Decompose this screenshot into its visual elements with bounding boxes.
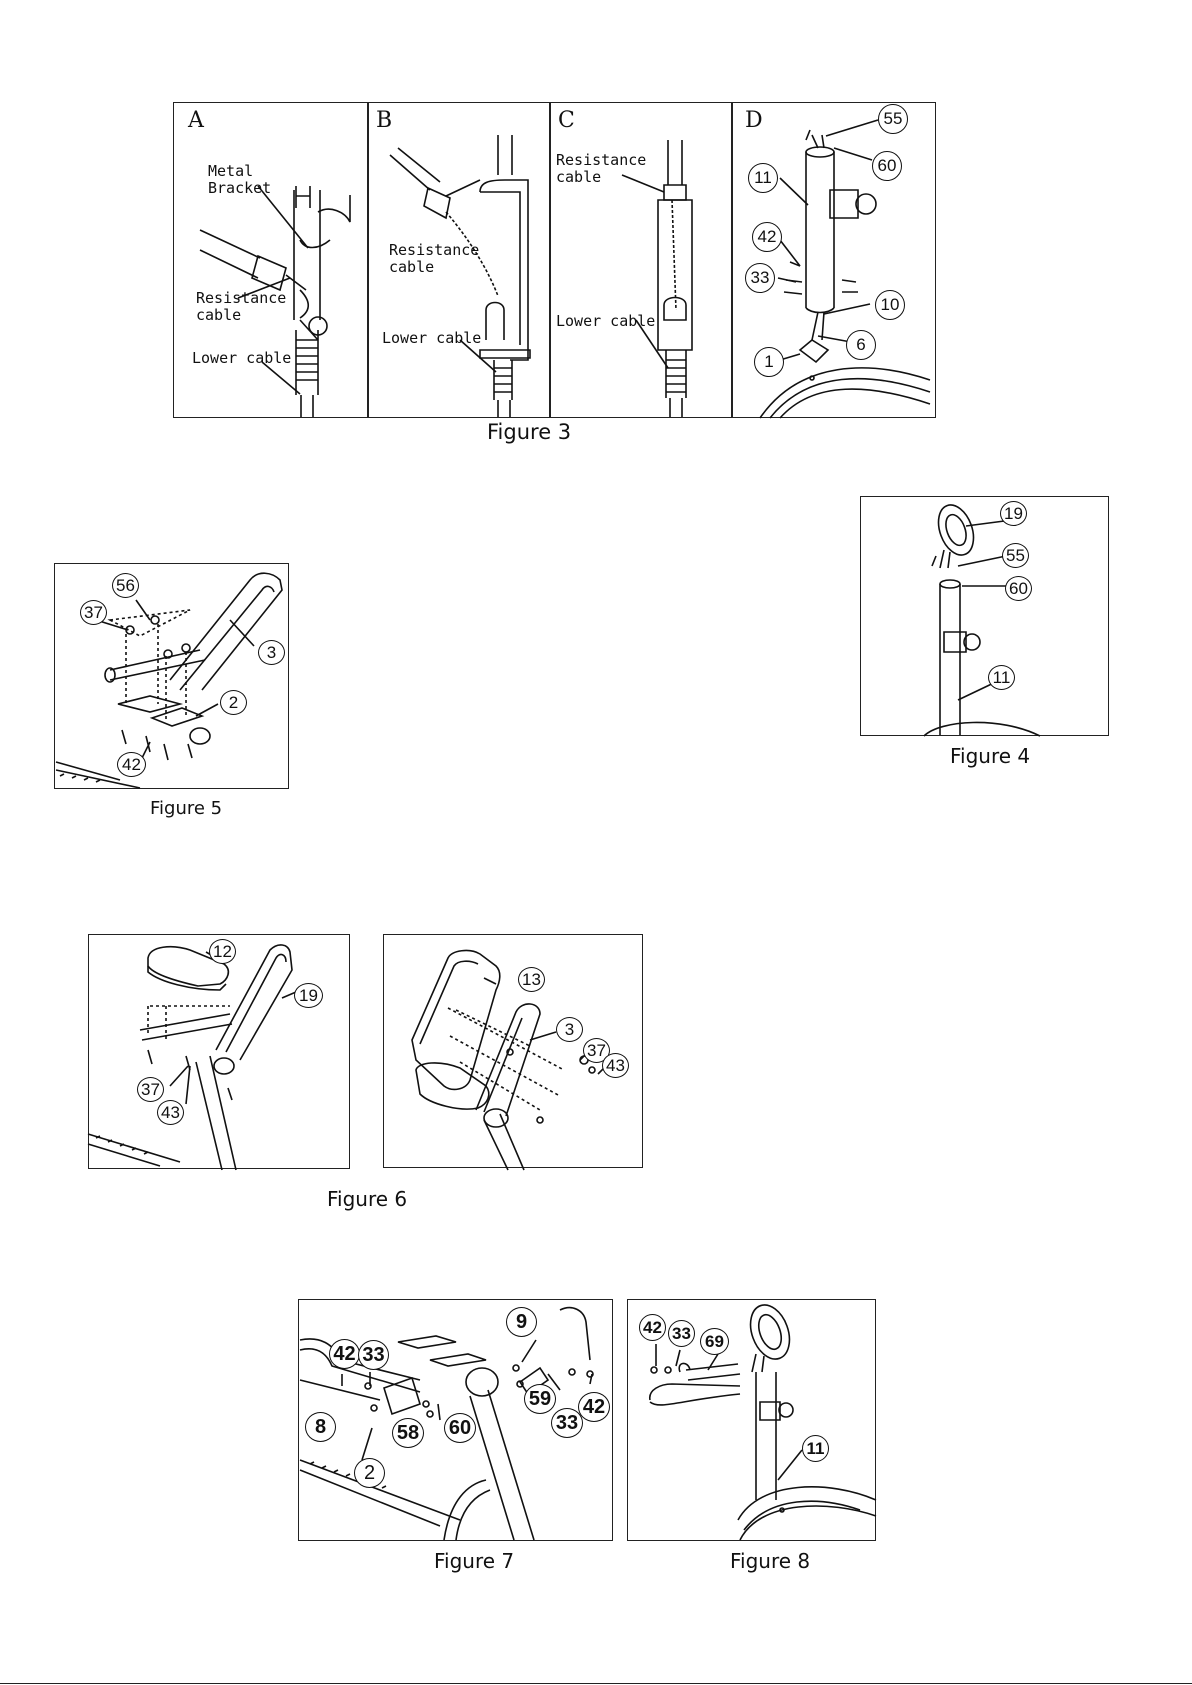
fig6-left-part-43-bubble: 43 <box>157 1100 184 1125</box>
fig7-part-60-bubble: 60 <box>444 1413 476 1443</box>
figure-5-frame <box>54 563 289 789</box>
figure-6-left-frame <box>88 934 350 1169</box>
fig5-part-2-bubble: 2 <box>220 690 247 715</box>
fig8-part-42-bubble: 42 <box>639 1314 666 1341</box>
panel-b-lower-cable-label: Lower cable <box>382 330 481 347</box>
fig5-part-3-bubble: 3 <box>258 640 285 665</box>
fig5-part-37-bubble: 37 <box>80 600 107 625</box>
panel-d-letter: D <box>745 108 763 133</box>
fig7-part-42-right-bubble: 42 <box>578 1392 610 1422</box>
fig3-part-11-bubble: 11 <box>748 163 778 193</box>
figure-3-divider-bc <box>549 103 551 417</box>
figure-3-divider-cd <box>731 103 733 417</box>
fig8-part-69-bubble: 69 <box>700 1328 729 1355</box>
figure-8-frame <box>627 1299 876 1541</box>
figure-7-caption: Figure 7 <box>434 1549 514 1573</box>
fig5-part-42-bubble: 42 <box>117 752 146 777</box>
figure-8-caption: Figure 8 <box>730 1549 810 1573</box>
fig4-part-60-bubble: 60 <box>1005 576 1032 601</box>
fig3-part-33-bubble: 33 <box>745 263 775 293</box>
panel-c-lower-cable-label: Lower cable <box>556 313 655 330</box>
fig7-part-33-left-bubble: 33 <box>358 1340 389 1370</box>
fig4-part-55-bubble: 55 <box>1002 543 1029 568</box>
fig7-part-58-bubble: 58 <box>392 1418 424 1448</box>
fig4-part-11-bubble: 11 <box>988 665 1015 690</box>
fig3-part-42-bubble: 42 <box>752 222 782 252</box>
figure-6-caption: Figure 6 <box>327 1187 407 1211</box>
fig3-part-60-bubble: 60 <box>872 151 902 181</box>
fig6-left-part-37-bubble: 37 <box>137 1077 164 1102</box>
fig8-part-11-bubble: 11 <box>802 1435 829 1462</box>
fig3-part-10-bubble: 10 <box>875 290 905 320</box>
fig7-part-8-bubble: 8 <box>305 1412 336 1442</box>
figure-3-divider-ab <box>367 103 369 417</box>
fig3-part-6-bubble: 6 <box>846 330 876 360</box>
fig4-part-19-bubble: 19 <box>1000 501 1027 526</box>
fig6-left-part-12-bubble: 12 <box>209 939 236 964</box>
panel-a-resistance-cable-label: Resistance cable <box>196 290 286 324</box>
fig5-part-56-bubble: 56 <box>112 573 139 598</box>
fig6-right-part-13-bubble: 13 <box>518 967 545 992</box>
panel-c-resistance-cable-label: Resistance cable <box>556 152 646 186</box>
panel-b-letter: B <box>376 108 392 133</box>
fig6-right-part-43-bubble: 43 <box>602 1053 629 1078</box>
fig7-part-59-bubble: 59 <box>524 1384 556 1414</box>
figure-4-caption: Figure 4 <box>950 744 1030 768</box>
panel-c-letter: C <box>558 108 575 133</box>
panel-a-letter: A <box>188 108 204 133</box>
figure-4-frame <box>860 496 1109 736</box>
page-bottom-rule <box>0 1683 1192 1684</box>
fig8-part-33-bubble: 33 <box>668 1320 695 1347</box>
panel-a-lower-cable-label: Lower cable <box>192 350 291 367</box>
fig3-part-55-bubble: 55 <box>878 104 908 134</box>
figure-3-caption: Figure 3 <box>487 420 571 444</box>
figure-3-frame <box>173 102 936 418</box>
panel-a-metal-bracket-label: Metal Bracket <box>208 163 271 197</box>
fig6-right-part-3-bubble: 3 <box>556 1017 583 1042</box>
figure-5-caption: Figure 5 <box>150 798 222 819</box>
fig7-part-9-bubble: 9 <box>506 1307 537 1337</box>
panel-b-resistance-cable-label: Resistance cable <box>389 242 479 276</box>
fig7-part-2-bubble: 2 <box>354 1458 385 1488</box>
fig6-left-part-19-bubble: 19 <box>294 983 323 1008</box>
fig7-part-42-left-bubble: 42 <box>329 1339 360 1369</box>
fig3-part-1-bubble: 1 <box>754 347 784 377</box>
